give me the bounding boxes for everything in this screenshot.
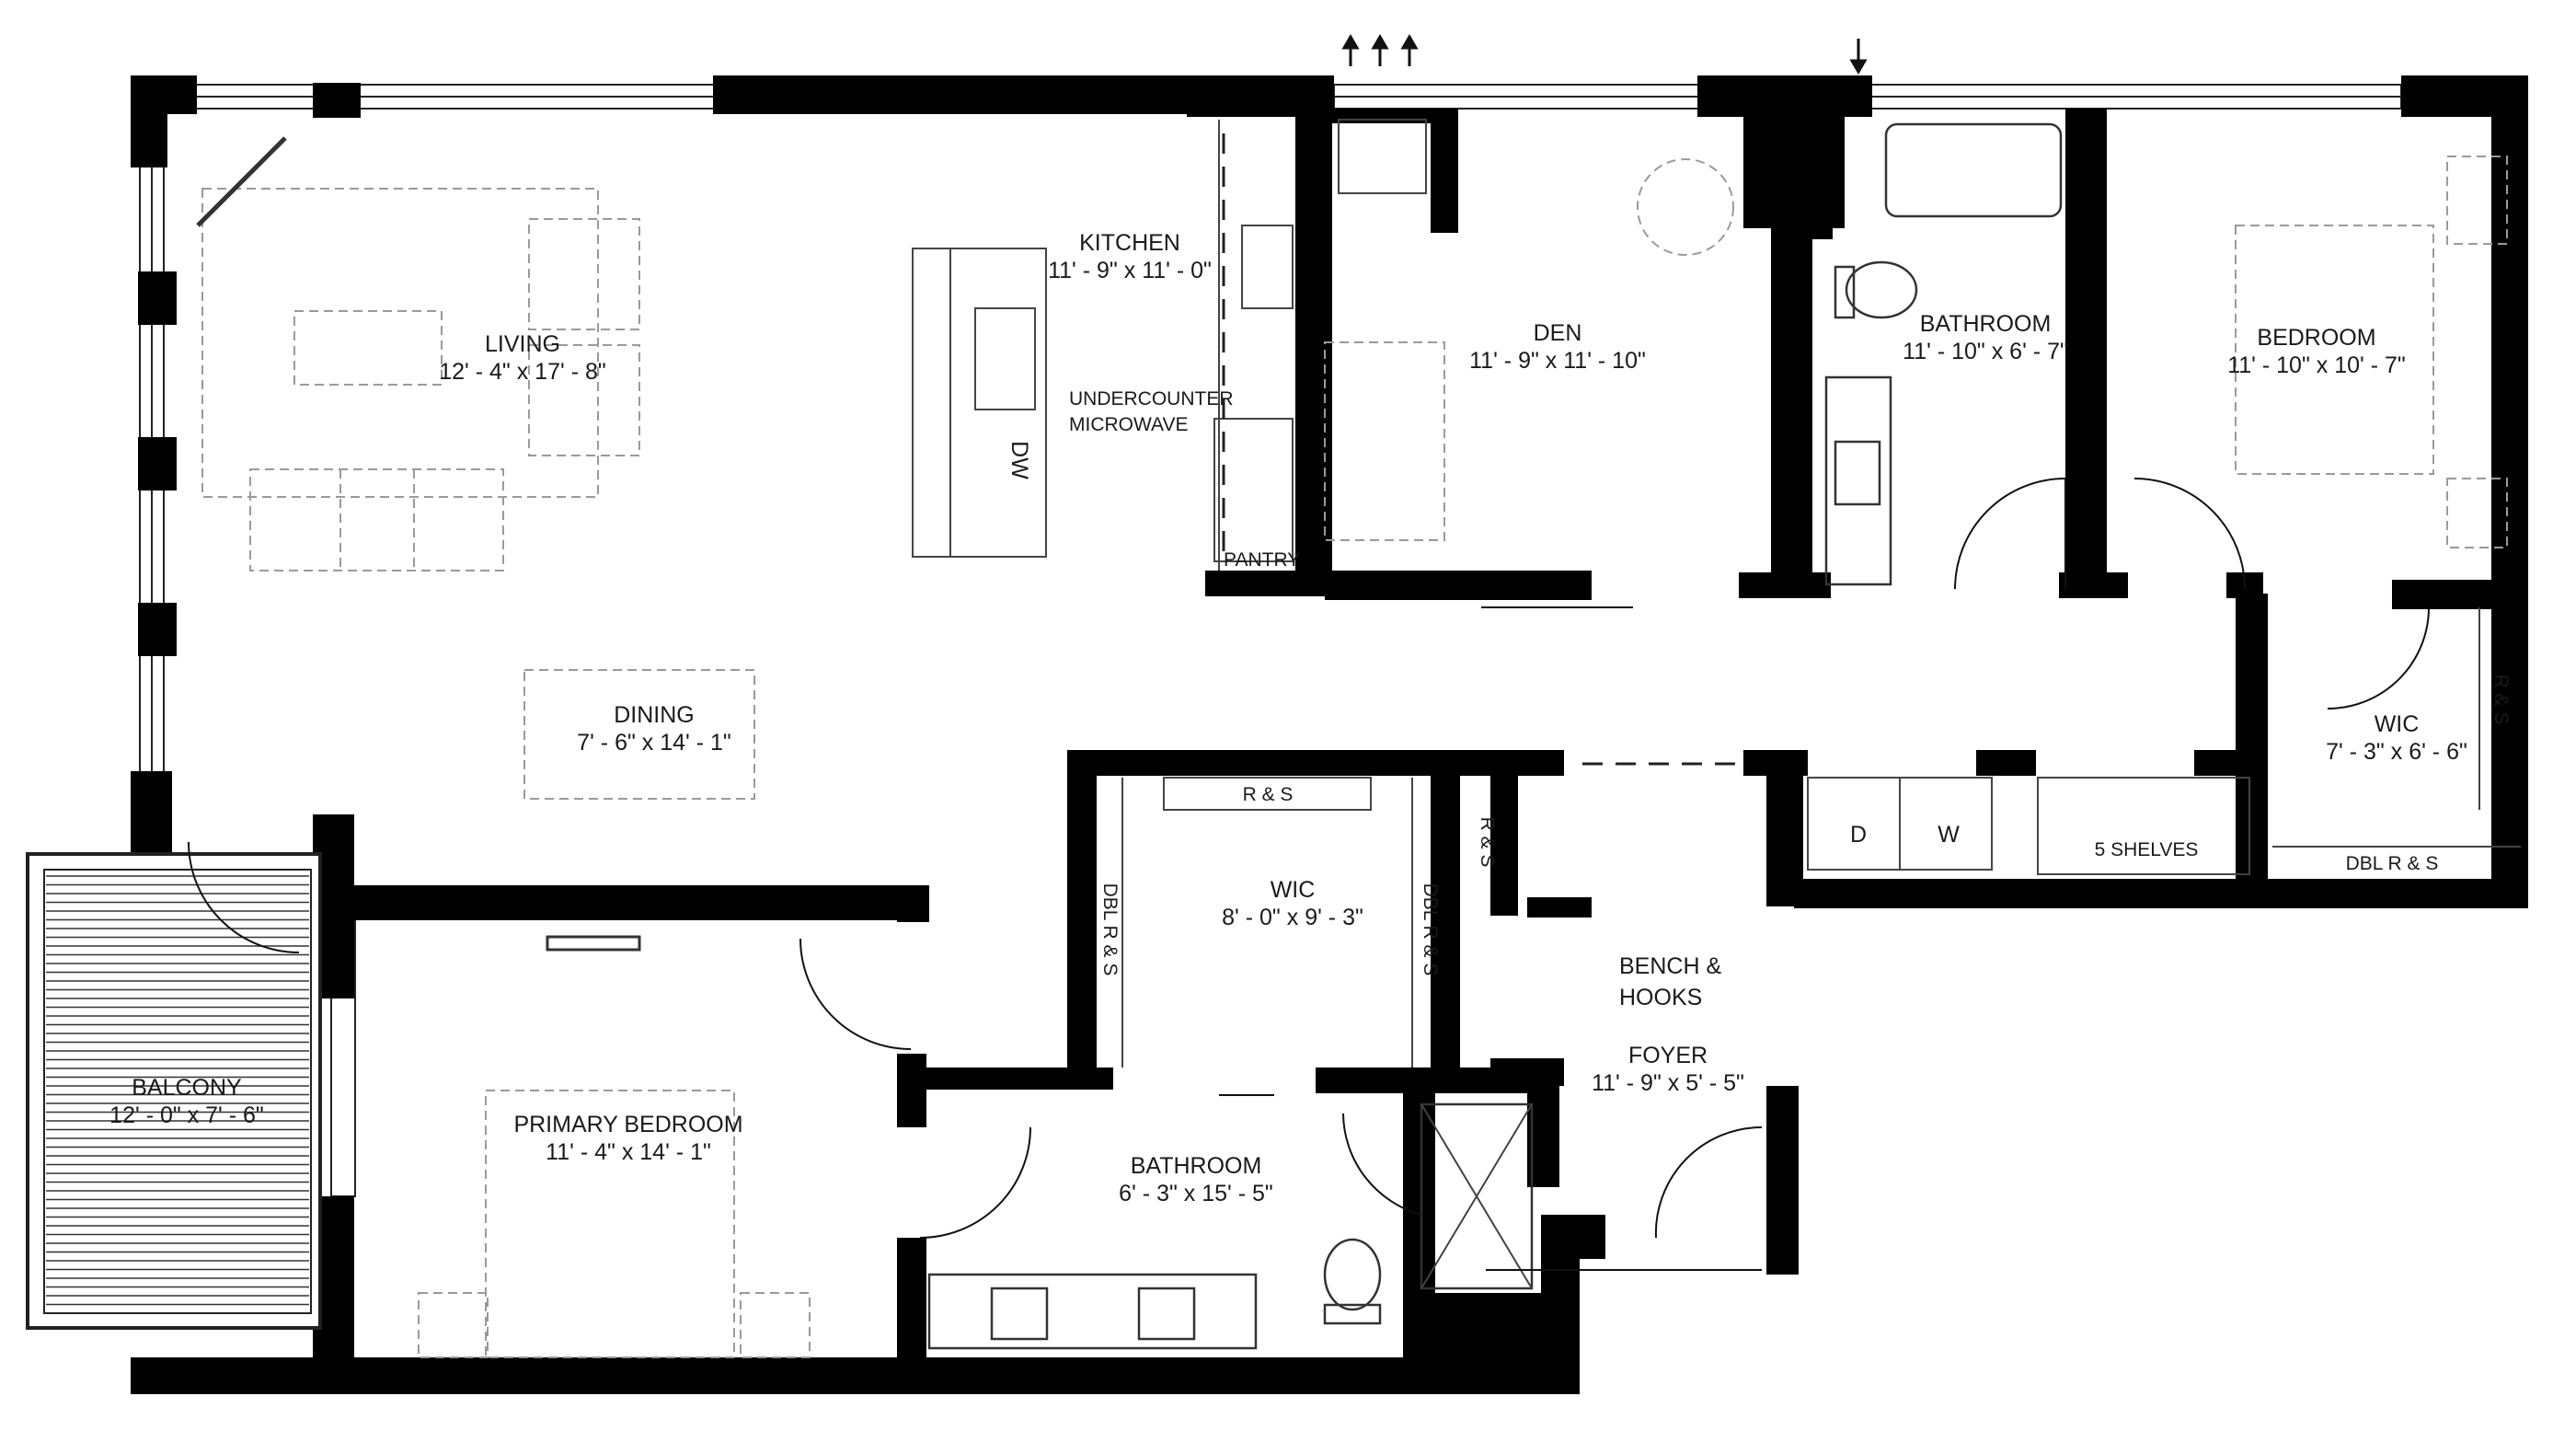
rs-wic-top-label: R & S	[1243, 784, 1294, 805]
dryer-label: D	[1850, 822, 1867, 848]
balcony-deck	[26, 852, 322, 1330]
foyer-dims: 11' - 9" x 5' - 5"	[1592, 1070, 1744, 1096]
vent-arrows	[1341, 34, 1868, 75]
room-labels: LIVING 12' - 4" x 17' - 8" KITCHEN 11' -…	[109, 230, 2467, 1206]
wic-right-name: WIC	[2375, 711, 2420, 737]
foyer-name: FOYER	[1628, 1043, 1708, 1068]
kitchen-dims: 11' - 9" x 11' - 0"	[1048, 258, 1212, 283]
furniture	[196, 119, 2521, 1358]
kitchen-name: KITCHEN	[1079, 230, 1180, 256]
microwave-label: MICROWAVE	[1069, 414, 1189, 435]
bathroom-top-name: BATHROOM	[1920, 311, 2052, 337]
wic-center-dims: 8' - 0" x 9' - 3"	[1222, 905, 1363, 930]
balcony-name: BALCONY	[132, 1075, 242, 1101]
shelves-label: 5 SHELVES	[2095, 839, 2199, 860]
dishwasher-label: DW	[1006, 441, 1032, 479]
living-dims: 12' - 4" x 17' - 8"	[439, 359, 606, 385]
wic-center-name: WIC	[1271, 877, 1316, 903]
den-dims: 11' - 9" x 11' - 10"	[1469, 348, 1646, 374]
bench-label: BENCH &	[1619, 953, 1721, 979]
bathroom-top-dims: 11' - 10" x 6' - 7"	[1903, 339, 2068, 364]
bathroom-bottom-name: BATHROOM	[1131, 1153, 1262, 1179]
dbl-rs-wic-right-label: DBL R & S	[1420, 883, 1441, 976]
fixture-labels: UNDERCOUNTER MICROWAVE DW PANTRY D W 5 S…	[1006, 388, 2512, 1010]
primary-bedroom-dims: 11' - 4" x 14' - 1"	[546, 1139, 711, 1165]
rs-foyer-label: R & S	[1477, 817, 1498, 868]
bedroom-dims: 11' - 10" x 10' - 7"	[2227, 352, 2406, 378]
pantry-label: PANTRY	[1224, 549, 1300, 571]
windows	[139, 84, 2402, 1197]
dining-dims: 7' - 6" x 14' - 1"	[577, 730, 731, 756]
bathroom-bottom-dims: 6' - 3" x 15' - 5"	[1119, 1181, 1273, 1206]
doors	[188, 478, 2430, 1271]
balcony-dims: 12' - 0" x 7' - 6"	[109, 1102, 264, 1128]
undercounter-label: UNDERCOUNTER	[1069, 388, 1234, 410]
dining-name: DINING	[614, 702, 695, 728]
den-name: DEN	[1534, 320, 1582, 346]
rs-right-label: R & S	[2490, 675, 2512, 725]
washer-label: W	[1938, 822, 1960, 848]
living-name: LIVING	[485, 331, 560, 357]
bedroom-name: BEDROOM	[2257, 325, 2375, 351]
walls	[131, 75, 2528, 1394]
dbl-rs-wic-left-label: DBL R & S	[1099, 883, 1121, 976]
wic-right-dims: 7' - 3" x 6' - 6"	[2326, 739, 2467, 765]
hooks-label: HOOKS	[1619, 985, 1702, 1010]
dbl-rs-right-label: DBL R & S	[2346, 853, 2439, 874]
primary-bedroom-name: PRIMARY BEDROOM	[513, 1112, 742, 1137]
